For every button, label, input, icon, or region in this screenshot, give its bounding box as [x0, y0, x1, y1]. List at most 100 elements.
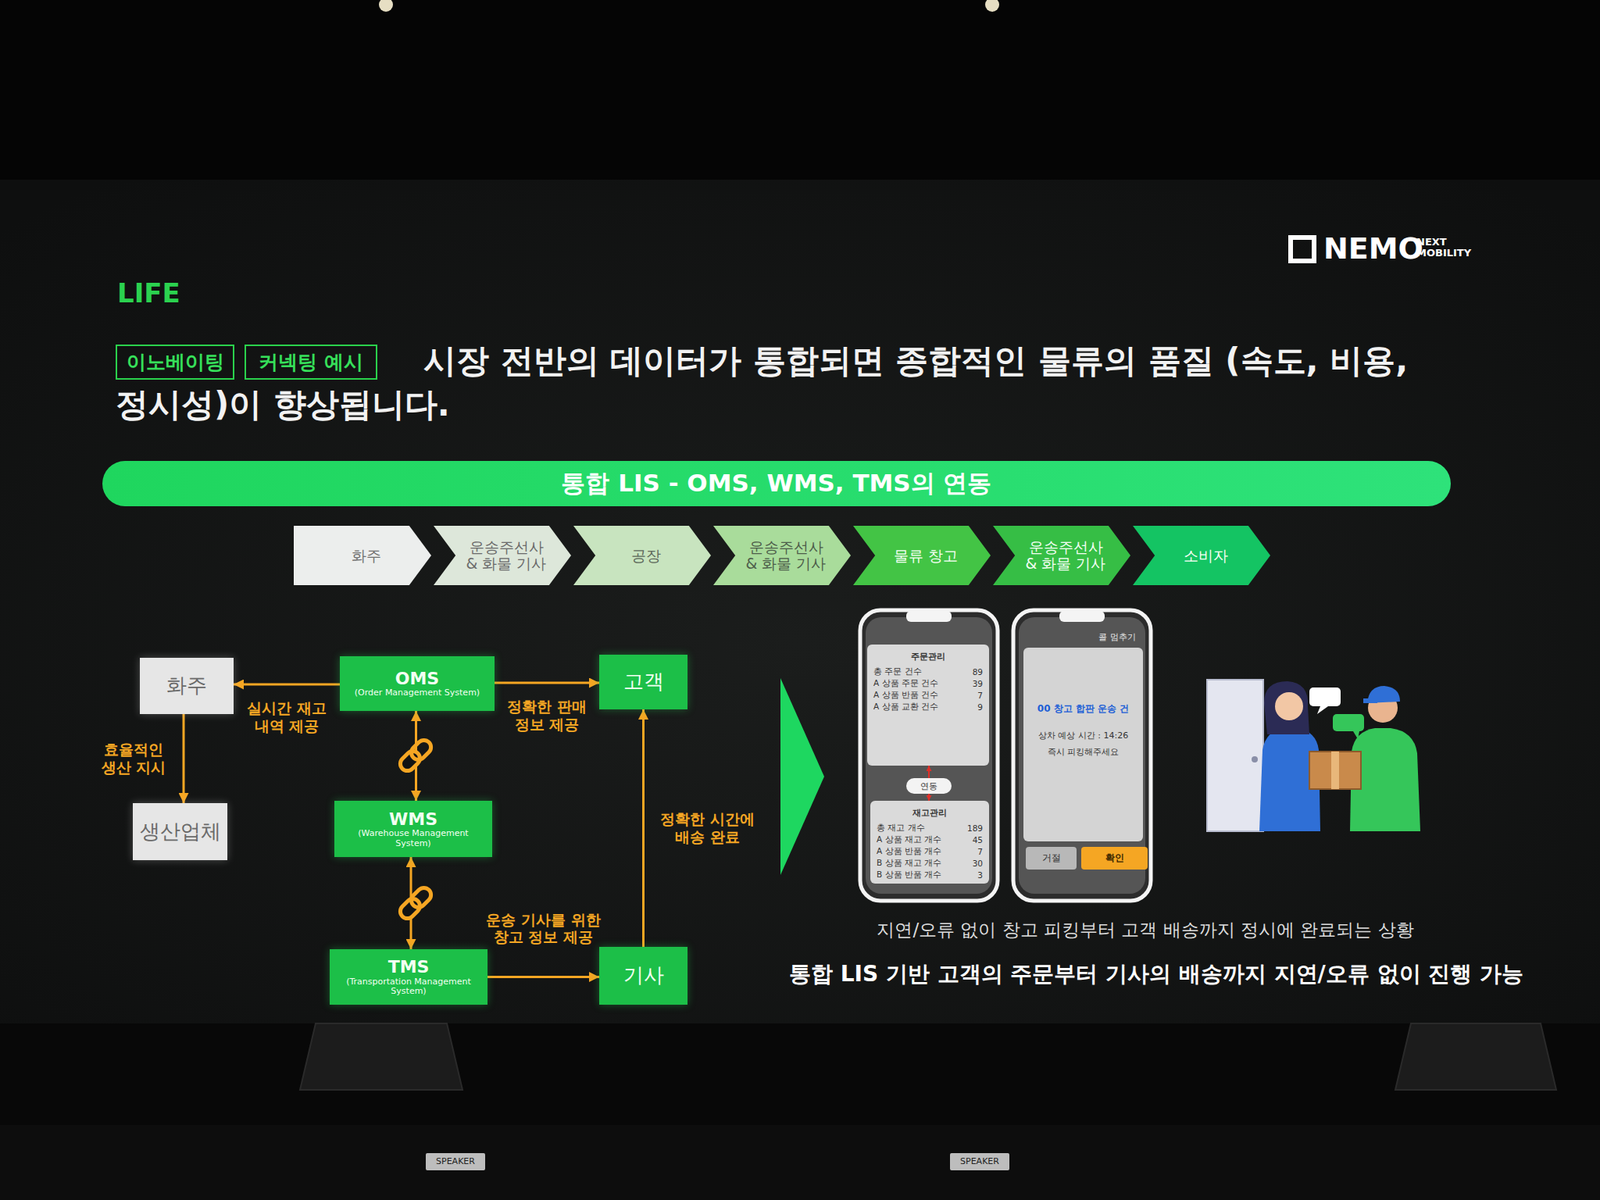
- chevron-step: 운송주선사 & 화물 기사: [992, 525, 1131, 586]
- bubble-tail: [1353, 731, 1360, 740]
- sync-pill: 연동: [906, 778, 952, 794]
- connector: [928, 793, 930, 801]
- connector: [928, 765, 930, 779]
- system-box: WMS(Warehouse Management System): [334, 800, 493, 858]
- delivery-illustration: [1207, 679, 1421, 832]
- node-text: (Transportation Management System): [335, 977, 482, 997]
- chain-ring: [408, 885, 435, 911]
- chevron-step: 운송주선사 & 화물 기사: [713, 525, 851, 586]
- process-box: 화주: [139, 657, 234, 715]
- logo-square: [1290, 237, 1315, 261]
- edge-label: 효율적인 생산 지시: [94, 740, 173, 777]
- chevron-step: 운송주선사 & 화물 기사: [433, 525, 572, 586]
- node-text: 45: [967, 835, 983, 845]
- node-text: 7: [972, 690, 983, 700]
- speech-bubble: [1309, 687, 1341, 707]
- reject-button: 거절: [1025, 846, 1077, 870]
- node-text: 3: [967, 870, 983, 880]
- node-text: 즉시 피킹해주세요: [1047, 746, 1120, 758]
- woman-face: [1275, 692, 1304, 721]
- chevron-step: 물류 창고: [853, 525, 991, 586]
- chevron-fill: [573, 525, 711, 586]
- confirm-button: 확인: [1081, 846, 1148, 870]
- node-text: 물류 창고: [893, 547, 958, 565]
- logo-text: NEMO: [1323, 231, 1424, 268]
- node-text: B 상품 반품 개수: [876, 869, 963, 881]
- header-band: 통합 LIS - OMS, WMS, TMS의 연동: [102, 460, 1451, 507]
- desk-sticker: SPEAKER: [960, 1156, 1000, 1167]
- system-box: OMS(Order Management System): [339, 656, 495, 711]
- parcel-box: [1309, 751, 1361, 790]
- node-text: 00 창고 합판 운송 건: [1037, 702, 1129, 716]
- node-text: 7: [967, 846, 983, 857]
- phone-notch: [1059, 610, 1105, 622]
- edge-label: 정확한 판매 정보 제공: [503, 697, 591, 734]
- call-panel: 00 창고 합판 운송 건상차 예상 시간 : 14:26즉시 피킹해주세요: [1023, 647, 1143, 842]
- note-text: 지연/오류 없이 창고 피킹부터 고객 배송까지 정시에 완료되는 상황: [876, 919, 1414, 942]
- process-box: 생산업체: [132, 803, 228, 861]
- phone-status: 콜 멈추기: [1098, 632, 1136, 643]
- door: [1207, 679, 1264, 832]
- section-label: LIFE: [117, 277, 181, 310]
- chevron-step: 소비자: [1132, 525, 1271, 586]
- node-text: A 상품 주문 건수: [873, 678, 968, 690]
- chevron-fill: [433, 525, 572, 586]
- node-text: 30: [967, 858, 983, 868]
- node-text: 소비자: [1183, 547, 1229, 565]
- edge-label: 운송 기사를 위한 창고 정보 제공: [485, 910, 603, 947]
- node-text: 화주: [166, 674, 208, 698]
- node-text: 기사: [623, 964, 665, 988]
- speech-bubble: [1332, 714, 1365, 732]
- connector: [642, 709, 645, 947]
- node-text: 화주: [351, 547, 382, 565]
- link-icon: [397, 737, 435, 775]
- node-text: 거절: [1042, 851, 1061, 865]
- caption: 통합 LIS 기반 고객의 주문부터 기사의 배송까지 지연/오류 없이 진행 …: [789, 959, 1524, 990]
- node-text: 연동: [920, 780, 938, 793]
- parcel-tape: [1331, 751, 1340, 790]
- node-text: 확인: [1105, 851, 1125, 865]
- chevron-fill: [1132, 525, 1271, 586]
- desk-plate: [950, 1153, 1010, 1171]
- node-text: 통합 LIS - OMS, WMS, TMS의 연동: [560, 467, 992, 500]
- node-text: A 상품 재고 개수: [876, 834, 963, 846]
- chevron-fill: [853, 525, 991, 586]
- chevron-fill: [992, 525, 1131, 586]
- node-text: 189: [967, 823, 983, 833]
- node-text: 운송주선사 & 화물 기사: [745, 539, 827, 572]
- node-text: OMS: [395, 668, 440, 689]
- tag-badge: 커넥팅 예시: [244, 344, 378, 380]
- desk-plate: [425, 1153, 486, 1171]
- speaker-desk: [0, 1125, 1600, 1200]
- node-text: 운송주선사 & 화물 기사: [1025, 539, 1107, 572]
- node-text: 이노베이팅: [126, 349, 225, 375]
- process-box: 고객: [599, 654, 688, 710]
- bubble-tail: [1317, 706, 1329, 715]
- node-text: B 상품 재고 개수: [876, 857, 963, 869]
- stage-floor: [0, 1023, 1600, 1200]
- ceiling-light: [378, 0, 393, 12]
- connector: [182, 714, 186, 804]
- stage-monitor: [1395, 1023, 1557, 1090]
- screen-ground: [0, 179, 1600, 1024]
- node-text: 9: [972, 702, 983, 712]
- node-text: 생산업체: [139, 820, 222, 844]
- node-text: 39: [972, 678, 983, 689]
- cap-brim: [1363, 698, 1378, 704]
- node-text: A 상품 반품 개수: [876, 846, 963, 858]
- node-text: TMS: [388, 957, 430, 977]
- node-text: 총 재고 개수: [876, 822, 963, 834]
- connector: [233, 683, 340, 686]
- ceiling-light: [985, 0, 1000, 12]
- node-text: A 상품 교환 건수: [873, 701, 968, 713]
- stock-panel: 재고관리총 재고 개수189A 상품 재고 개수45A 상품 반품 개수7B 상…: [870, 800, 990, 884]
- phone-frame: [860, 610, 998, 901]
- edge-label: 실시간 재고 내역 제공: [242, 699, 331, 736]
- node-text: 고객: [623, 670, 665, 694]
- link-icon: [397, 885, 435, 922]
- logo-subtext: NEXT MOBILITY: [1416, 236, 1478, 258]
